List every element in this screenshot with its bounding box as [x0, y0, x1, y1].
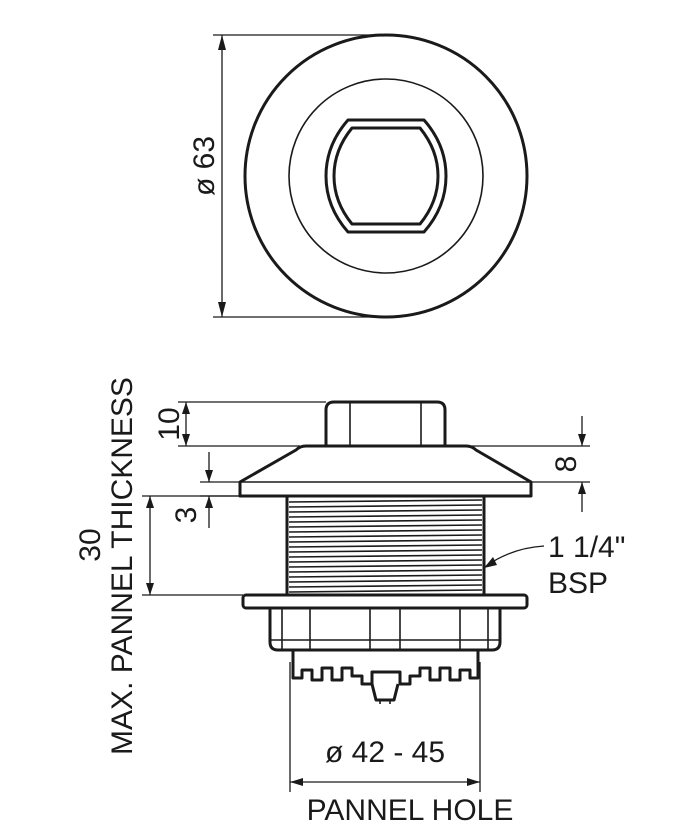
diameter-label: ø 63	[188, 136, 221, 196]
hole-arrow-right	[467, 778, 480, 786]
dim10-arrow-up	[182, 402, 190, 414]
side-view: 10 3 30 MAX. PANNEL THICKNESS 8 1 1/4" B…	[74, 377, 625, 827]
thread-line	[288, 574, 483, 578]
max-panel-value: 30	[74, 528, 107, 561]
arrow-down	[218, 302, 226, 317]
cap-body	[324, 400, 447, 446]
dim10-arrow-down	[182, 434, 190, 446]
inner-hex-profile	[332, 126, 440, 226]
flange-gap-label: 3	[170, 507, 203, 524]
thread-line	[288, 519, 483, 523]
thread-line	[288, 529, 483, 533]
thread-line	[288, 514, 483, 518]
thread-line	[288, 564, 483, 568]
thread-line	[288, 589, 483, 593]
thread-leader-arrow	[484, 557, 497, 568]
thread-line	[288, 534, 483, 538]
nut-skirt	[268, 606, 502, 652]
top-view: ø 63	[188, 33, 529, 319]
thread-line	[288, 584, 483, 588]
hole-diameter-label: ø 42 - 45	[325, 736, 445, 769]
hole-arrow-left	[290, 778, 303, 786]
castellated-tail	[291, 650, 480, 686]
dim8-arrow-down	[578, 434, 586, 446]
dim3-arrow-up	[205, 496, 213, 508]
outer-hex-profile	[324, 118, 448, 234]
drain-spout	[370, 683, 400, 702]
thread-line	[288, 499, 483, 503]
thread-lines	[288, 499, 483, 593]
arrow-up	[218, 35, 226, 50]
thread-line	[288, 559, 483, 563]
thread-line	[288, 554, 483, 558]
dim3-arrow-down	[205, 470, 213, 482]
top-flange	[238, 444, 533, 498]
dim30-arrow-up	[146, 496, 154, 508]
max-panel-label: MAX. PANNEL THICKNESS	[106, 377, 139, 755]
thread-type-label: BSP	[548, 567, 608, 600]
inner-ring-circle	[288, 78, 484, 274]
dim8-arrow-up	[578, 482, 586, 494]
thread-line	[288, 544, 483, 548]
thread-line	[288, 549, 483, 553]
flange-height-label: 8	[550, 456, 583, 473]
dim30-arrow-down	[146, 583, 154, 595]
thread-size-label: 1 1/4"	[548, 531, 625, 564]
thread-line	[288, 509, 483, 513]
nut-flange	[241, 593, 529, 610]
thread-line	[288, 579, 483, 583]
thread-line	[288, 524, 483, 528]
thread-line	[288, 504, 483, 508]
cap-height-label: 10	[153, 407, 186, 440]
hole-caption: PANNEL HOLE	[307, 794, 514, 827]
thread-line	[288, 539, 483, 543]
thread-line	[288, 569, 483, 573]
outer-rim-circle	[243, 33, 529, 319]
